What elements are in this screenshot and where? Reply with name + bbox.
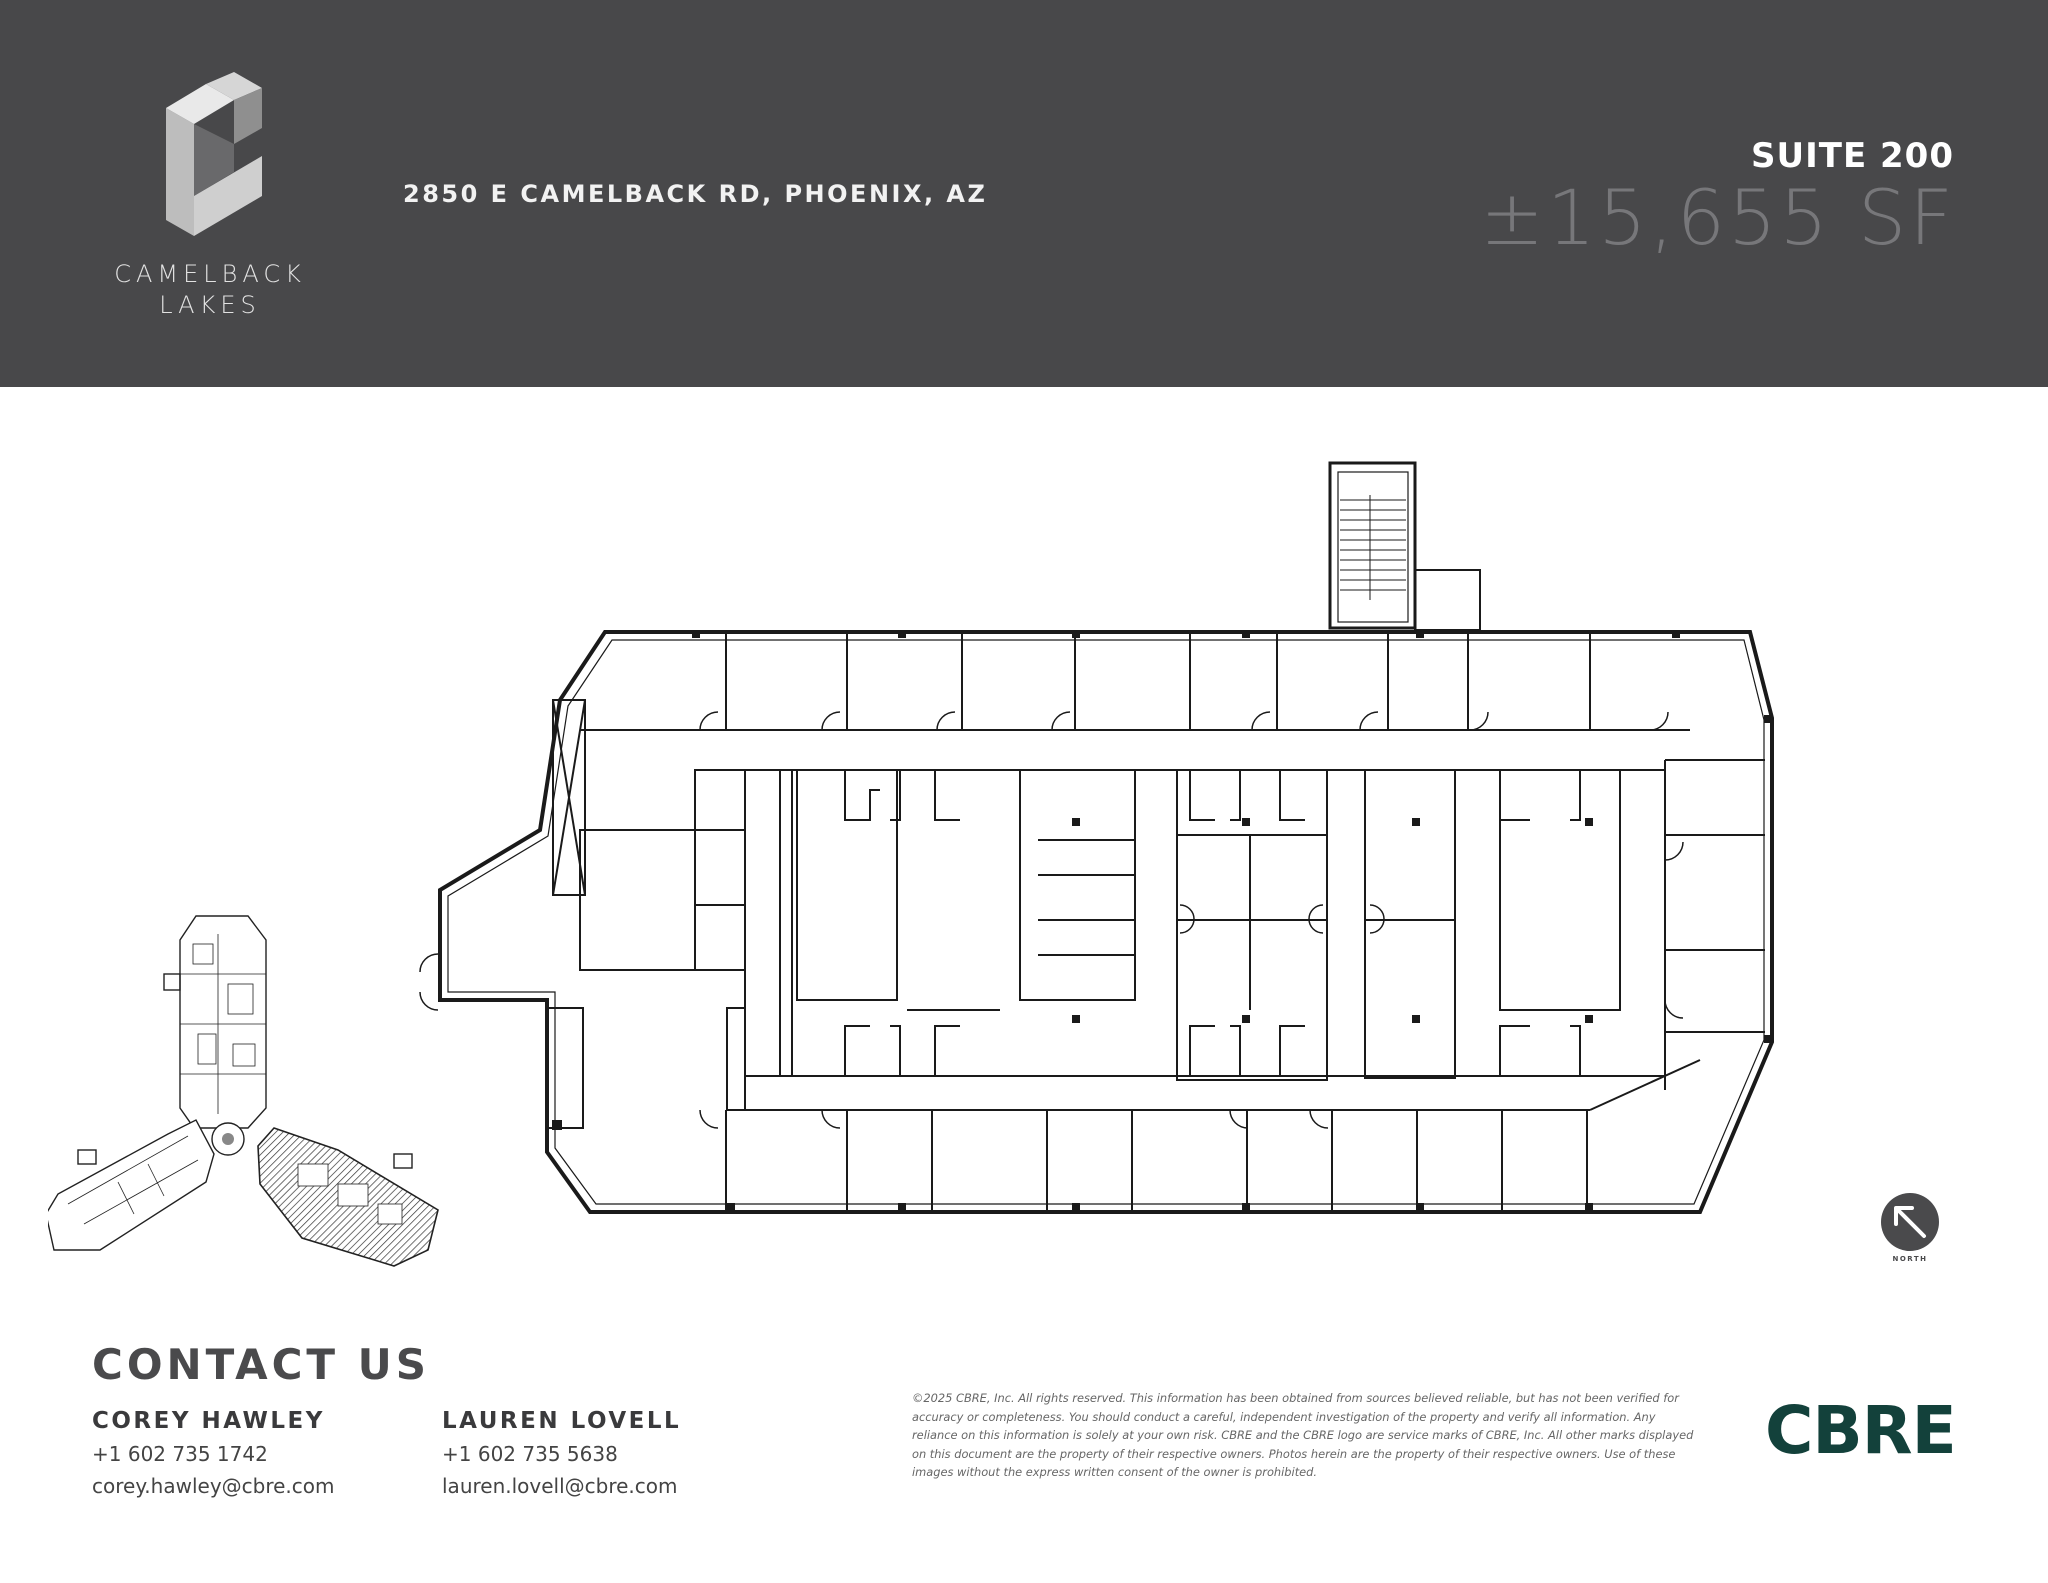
compass-label: NORTH <box>1892 1255 1927 1263</box>
legal-disclaimer: ©2025 CBRE, Inc. All rights reserved. Th… <box>912 1391 1694 1480</box>
contact-title: CONTACT US <box>92 1340 431 1389</box>
camelback-logo-icon <box>166 72 262 236</box>
floor-plan <box>419 461 1774 1214</box>
header-banner: CAMELBACK LAKES 2850 E CAMELBACK RD, PHO… <box>0 0 2048 387</box>
contact-card-2: LAUREN LOVELL +1 602 735 5638 lauren.lov… <box>442 1404 681 1502</box>
building-key-map <box>48 915 439 1267</box>
logo-line-1: CAMELBACK <box>114 260 306 288</box>
contact-email[interactable]: corey.hawley@cbre.com <box>92 1474 335 1498</box>
contact-name: COREY HAWLEY <box>92 1408 325 1434</box>
contact-card-1: COREY HAWLEY +1 602 735 1742 corey.hawle… <box>92 1404 335 1502</box>
contact-name: LAUREN LOVELL <box>442 1408 682 1434</box>
contact-phone[interactable]: +1 602 735 1742 <box>92 1442 268 1466</box>
contact-email[interactable]: lauren.lovell@cbre.com <box>442 1474 678 1498</box>
suite-area: ±15,655 SF <box>1480 173 1956 262</box>
north-compass-icon: NORTH <box>1881 1193 1939 1263</box>
suite-label: SUITE 200 <box>1751 136 1954 176</box>
property-address: 2850 E CAMELBACK RD, PHOENIX, AZ <box>403 180 988 208</box>
contact-phone[interactable]: +1 602 735 5638 <box>442 1442 618 1466</box>
cbre-logo: CBRE <box>1765 1392 1957 1469</box>
logo-line-2: LAKES <box>159 291 261 319</box>
logo-wordmark: CAMELBACK LAKES <box>80 259 340 321</box>
